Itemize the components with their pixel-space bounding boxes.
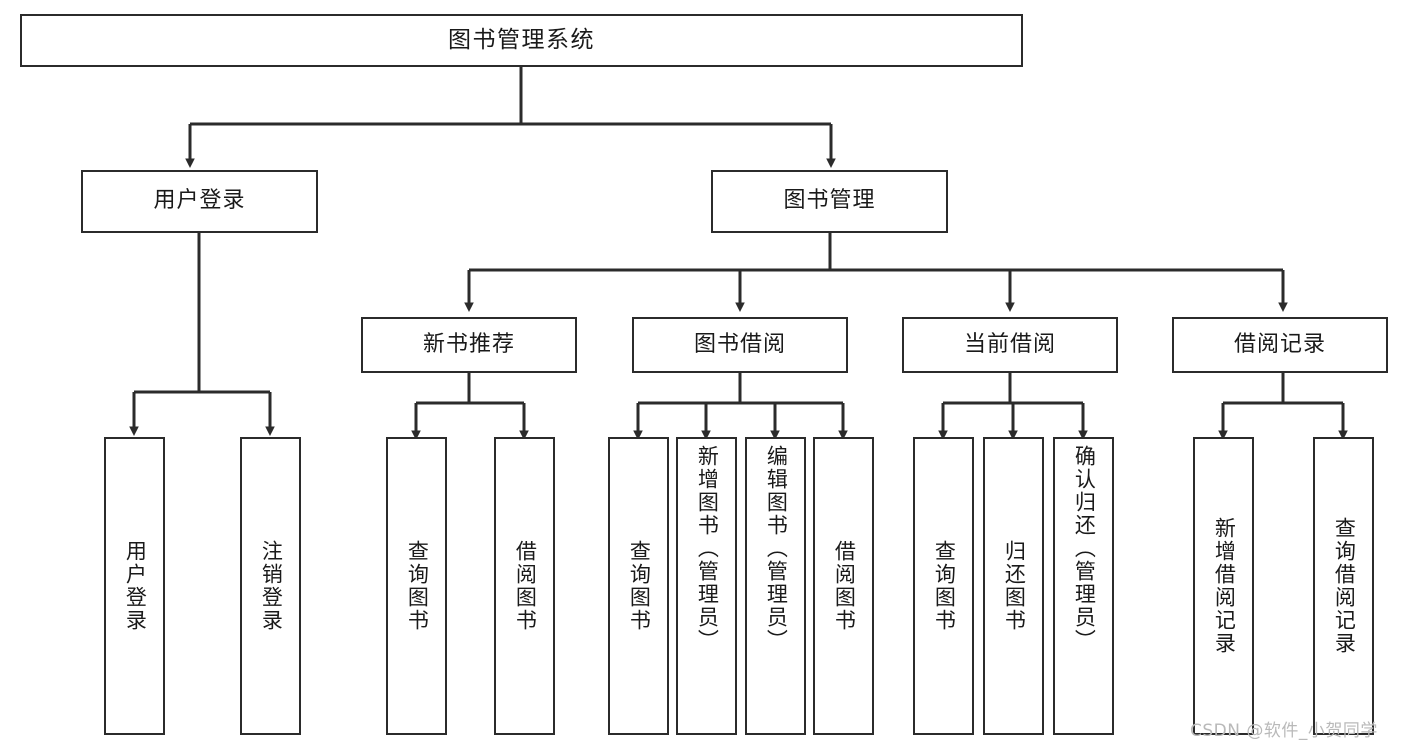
leaf-query-book-borrow[interactable]: 查询图书	[608, 437, 669, 735]
watermark: CSDN @软件_小贺同学	[1190, 721, 1378, 741]
node-label: 查询图书	[627, 540, 652, 632]
leaf-confirm-return-admin[interactable]: 确认归还（管理员）	[1053, 437, 1114, 735]
node-label: 当前借阅	[963, 331, 1056, 357]
leaf-add-borrow-record[interactable]: 新增借阅记录	[1193, 437, 1254, 735]
node-label: 图书管理	[783, 188, 876, 214]
node-user-login[interactable]: 用户登录	[81, 170, 318, 233]
leaf-query-book-current[interactable]: 查询图书	[913, 437, 974, 735]
leaf-user-login[interactable]: 用户登录	[104, 437, 165, 735]
node-label: 新增图书（管理员）	[695, 445, 720, 652]
node-current-borrow[interactable]: 当前借阅	[902, 317, 1118, 373]
node-label: 确认归还（管理员）	[1072, 445, 1097, 652]
node-label: 图书管理系统	[448, 26, 595, 53]
leaf-borrow-book-recommend[interactable]: 借阅图书	[494, 437, 555, 735]
node-label: 用户登录	[123, 540, 148, 632]
node-label: 借阅图书	[513, 540, 538, 632]
leaf-return-book[interactable]: 归还图书	[983, 437, 1044, 735]
leaf-edit-book-admin[interactable]: 编辑图书（管理员）	[745, 437, 806, 735]
node-book-borrow[interactable]: 图书借阅	[632, 317, 848, 373]
node-label: 借阅图书	[832, 540, 857, 632]
node-label: 借阅记录	[1233, 331, 1326, 357]
leaf-logout[interactable]: 注销登录	[240, 437, 301, 735]
node-label: 归还图书	[1002, 540, 1027, 632]
node-new-book-recommend[interactable]: 新书推荐	[361, 317, 577, 373]
node-borrow-record[interactable]: 借阅记录	[1172, 317, 1388, 373]
leaf-query-book-recommend[interactable]: 查询图书	[386, 437, 447, 735]
node-label: 图书借阅	[693, 331, 786, 357]
node-root-system[interactable]: 图书管理系统	[20, 14, 1023, 67]
leaf-query-borrow-record[interactable]: 查询借阅记录	[1313, 437, 1374, 735]
node-label: 新增借阅记录	[1212, 517, 1237, 655]
leaf-add-book-admin[interactable]: 新增图书（管理员）	[676, 437, 737, 735]
node-label: 用户登录	[153, 188, 246, 214]
node-label: 编辑图书（管理员）	[764, 445, 789, 652]
node-label: 查询图书	[932, 540, 957, 632]
node-label: 查询图书	[405, 540, 430, 632]
leaf-borrow-book[interactable]: 借阅图书	[813, 437, 874, 735]
node-label: 查询借阅记录	[1332, 517, 1357, 655]
node-book-management[interactable]: 图书管理	[711, 170, 948, 233]
node-label: 新书推荐	[422, 331, 515, 357]
node-label: 注销登录	[259, 540, 284, 632]
